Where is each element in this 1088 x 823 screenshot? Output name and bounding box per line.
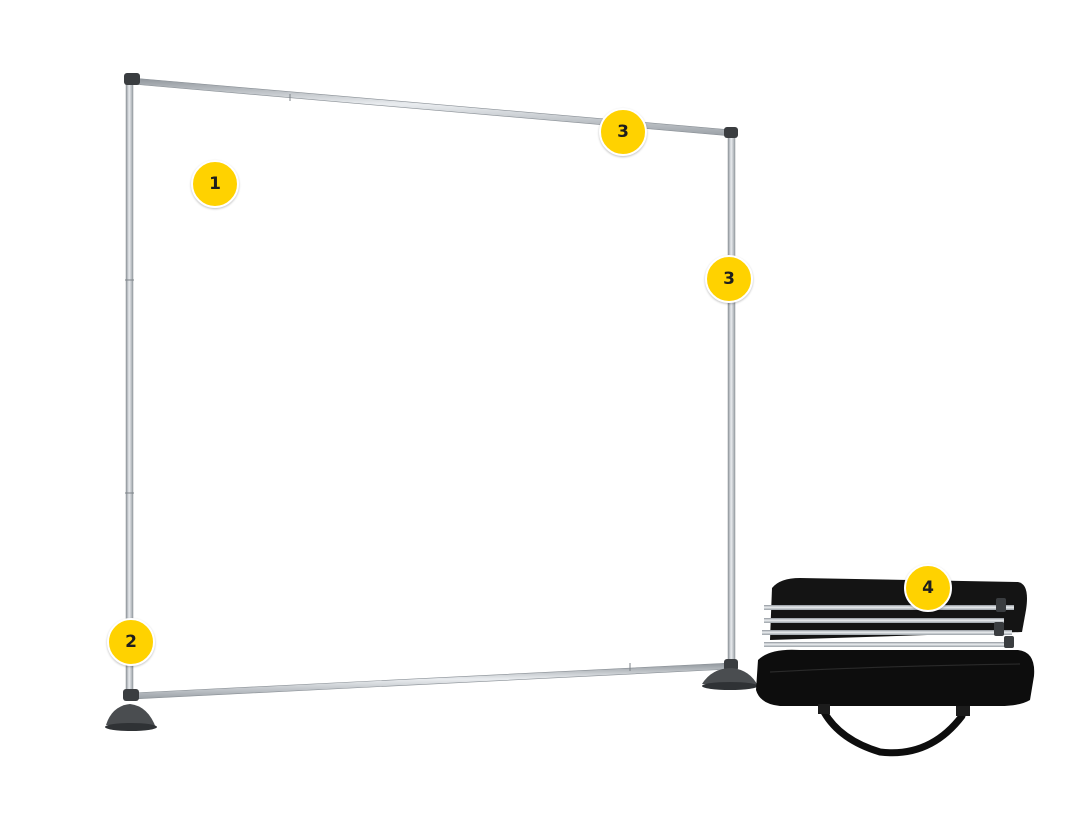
- corner-connector: [123, 689, 139, 701]
- corner-connector: [724, 127, 738, 138]
- right-foot: [702, 668, 758, 686]
- callout-marker-1: 1: [191, 160, 239, 208]
- left-upright: [125, 81, 134, 695]
- callout-marker-3-top: 3: [599, 108, 647, 156]
- callout-marker-2: 2: [107, 618, 155, 666]
- callout-marker-4: 4: [904, 564, 952, 612]
- bottom-crossbar: [131, 662, 733, 700]
- corner-connector: [724, 659, 738, 671]
- carry-bag-with-poles: [756, 578, 1035, 757]
- stand-frame: [105, 73, 758, 731]
- right-upright: [727, 133, 736, 671]
- callout-marker-3-side: 3: [705, 255, 753, 303]
- corner-connector: [124, 73, 140, 85]
- left-foot: [106, 704, 156, 728]
- bag-strap: [820, 708, 966, 757]
